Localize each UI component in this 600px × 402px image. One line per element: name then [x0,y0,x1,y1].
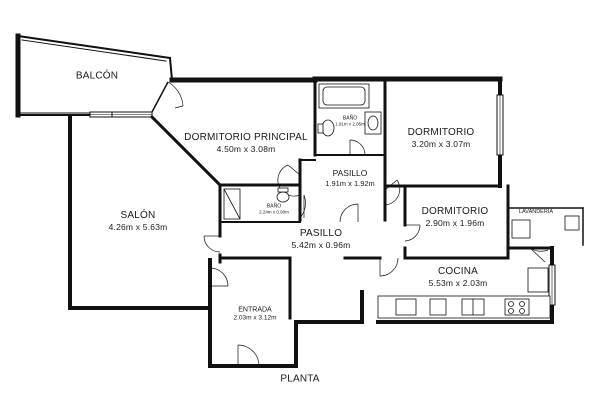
room-label-dormitorio-3: DORMITORIO 2.90m x 1.96m [421,206,489,228]
room-label-bano-1: BAÑO 1.91m x 2.05m [335,115,365,127]
room-dims-bano-2: 2.24m x 0.90m [259,209,289,215]
balcony-window [89,111,153,118]
balcony-door [151,81,184,113]
room-dims-pasillo-2: 5.42m x 0.96m [291,240,351,250]
room-label-dormitorio-principal: DORMITORIO PRINCIPAL 4.50m x 3.08m [184,132,308,154]
kitchen-fixtures [377,267,551,319]
room-dims-salon: 4.26m x 5.63m [108,222,168,232]
room-dims-dormitorio-2: 3.20m x 3.07m [411,139,471,149]
room-label-balcon: BALCÓN [75,70,119,82]
room-label-pasillo-2: PASILLO 5.42m x 0.96m [291,228,351,250]
room-dims-cocina: 5.53m x 2.03m [428,278,488,288]
room-label-lavanderia: LAVANDERÍA [518,209,554,215]
room-label-bano-2: BAÑO 2.24m x 0.90m [259,203,289,215]
room-dims-entrada: 2.03m x 3.12m [233,314,277,322]
room-dims-dormitorio-principal: 4.50m x 3.08m [216,144,276,154]
doors [203,139,549,367]
room-label-cocina: COCINA 5.53m x 2.03m [428,266,488,288]
room-label-salon: SALÓN 4.26m x 5.63m [108,210,168,232]
room-label-dormitorio-2: DORMITORIO 3.20m x 3.07m [407,127,475,149]
plan-caption: PLANTA [280,373,320,385]
balcony-walls [15,33,174,118]
room-dims-dormitorio-3: 2.90m x 1.96m [425,218,485,228]
bathroom-fixtures [223,83,580,239]
room-label-entrada: ENTRADA 2.03m x 3.12m [233,306,277,322]
windows [496,94,556,306]
interior-walls [149,78,554,320]
room-label-pasillo-1: PASILLO 1.91m x 1.92m [325,168,375,188]
room-dims-bano-1: 1.91m x 2.05m [335,121,365,127]
room-dims-pasillo-1: 1.91m x 1.92m [325,179,375,188]
